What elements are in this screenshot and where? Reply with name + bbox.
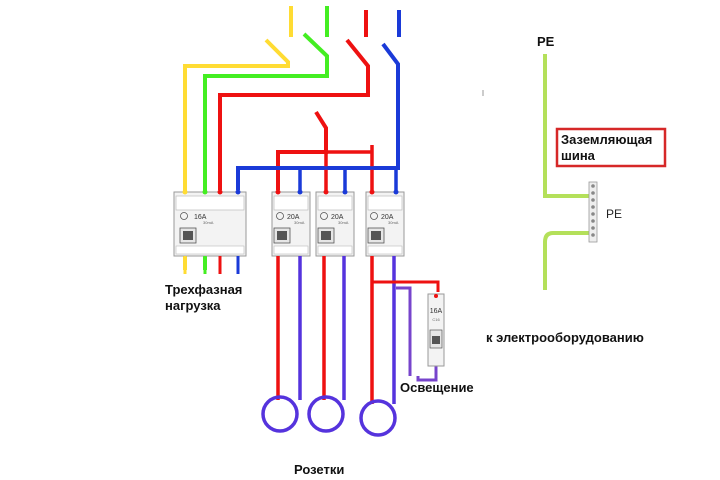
distribution-wires	[238, 145, 398, 190]
three-phase-load-line-1: Трехфазная	[165, 282, 243, 297]
ground-bus-label: Заземляющая шина	[561, 132, 652, 164]
rcd-three-phase-rating: 16A	[194, 214, 207, 221]
pe-top-label: PE	[537, 34, 555, 49]
rcd-1-sub: 30mA	[294, 220, 305, 225]
breaker-rating: 16A	[430, 308, 443, 315]
to-equipment-label: к электрооборудованию	[486, 330, 644, 345]
rcd-socket-1: 20A 30mA	[271, 191, 311, 257]
sockets-label: Розетки	[294, 462, 345, 477]
lighting-breaker: 16A C16	[427, 293, 445, 367]
socket-loop-2	[307, 256, 346, 433]
rcd-3-sub: 30mA	[388, 220, 399, 225]
rcd-socket-2: 20A 30mA	[315, 191, 355, 257]
lighting-label: Освещение	[400, 380, 474, 395]
phase-c-wire	[218, 10, 370, 190]
rcd-3-rating: 20A	[381, 214, 394, 221]
neutral-wire	[236, 10, 401, 190]
blue-bus	[238, 166, 398, 190]
ground-bus-highlight	[555, 127, 667, 168]
pe-bus-bar: PE	[588, 181, 622, 243]
rcd-socket-3: 20A 30mA	[365, 191, 405, 257]
rcd-three-phase-sub: 30mA	[203, 220, 214, 225]
phase-b-wire	[203, 6, 329, 270]
three-phase-load-label: Трехфазная нагрузка	[165, 282, 242, 314]
pe-bus-label: PE	[606, 207, 622, 221]
rcd-2-rating: 20A	[331, 214, 344, 221]
rcd-three-phase: 16A 30mA	[173, 191, 247, 257]
three-phase-load-stubs	[183, 256, 240, 274]
three-phase-load-line-2: нагрузка	[165, 298, 221, 313]
ground-bus-line-1: Заземляющая	[561, 132, 653, 147]
terminal-dots	[182, 189, 399, 195]
rcd-2-sub: 30mA	[338, 220, 349, 225]
phase-a-wire	[183, 6, 293, 270]
rcd-1-rating: 20A	[287, 214, 300, 221]
pe-conductors	[543, 54, 593, 290]
socket-loop-1	[261, 256, 302, 433]
breaker-sub: C16	[432, 317, 440, 322]
lighting-circuit	[372, 280, 440, 382]
ground-bus-line-2: шина	[561, 148, 595, 163]
